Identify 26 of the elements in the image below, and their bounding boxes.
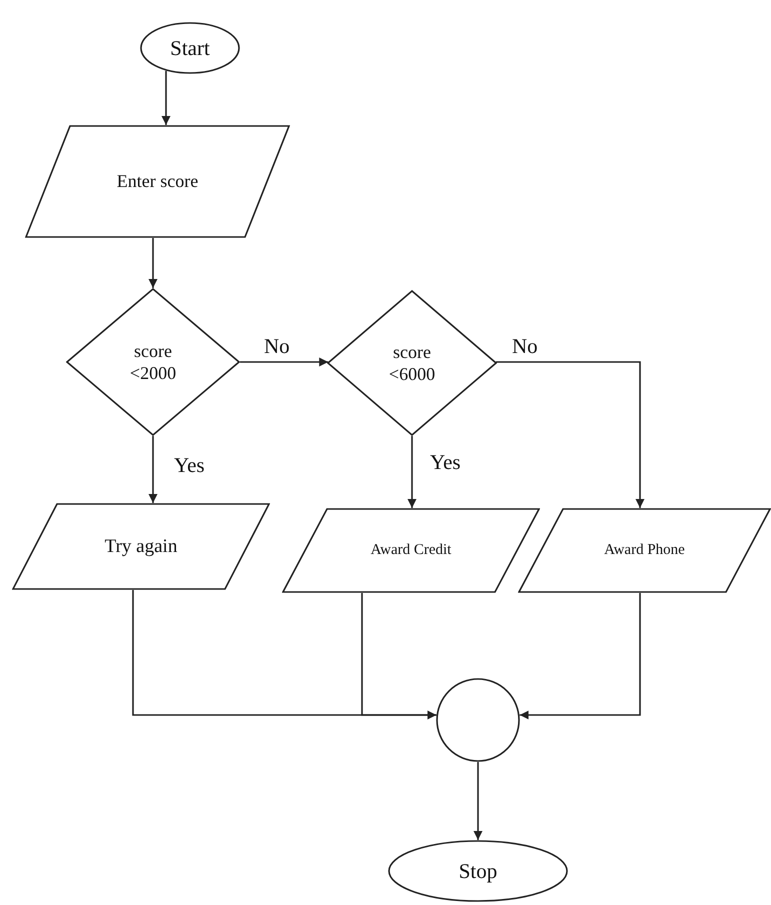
- node-text: Start: [170, 34, 210, 62]
- arrow: [496, 361, 644, 508]
- connector-circle: [436, 678, 520, 762]
- decision-diamond: [66, 288, 240, 436]
- node-text: Enter score: [116, 170, 198, 193]
- io-parallelogram: [12, 503, 270, 590]
- decision-diamond: [327, 290, 497, 436]
- io-parallelogram: [518, 508, 771, 593]
- node-text: Award Phone: [604, 541, 685, 560]
- node-text: Try again: [104, 534, 178, 558]
- terminal-oval: [388, 840, 568, 902]
- arrow: [148, 238, 158, 288]
- arrow: [361, 593, 436, 720]
- node-text: Award Credit: [370, 541, 452, 560]
- node-text: score <2000: [128, 340, 178, 384]
- io-parallelogram: [282, 508, 540, 593]
- node-text: score <6000: [388, 340, 436, 386]
- terminal-oval: [140, 22, 240, 74]
- arrow: [148, 436, 158, 503]
- arrow: [474, 762, 482, 840]
- arrow: [520, 593, 641, 720]
- arrow: [408, 436, 416, 508]
- node-text: Stop: [458, 858, 498, 884]
- arrow: [240, 358, 328, 366]
- arrow: [162, 70, 170, 125]
- io-parallelogram: [25, 125, 290, 238]
